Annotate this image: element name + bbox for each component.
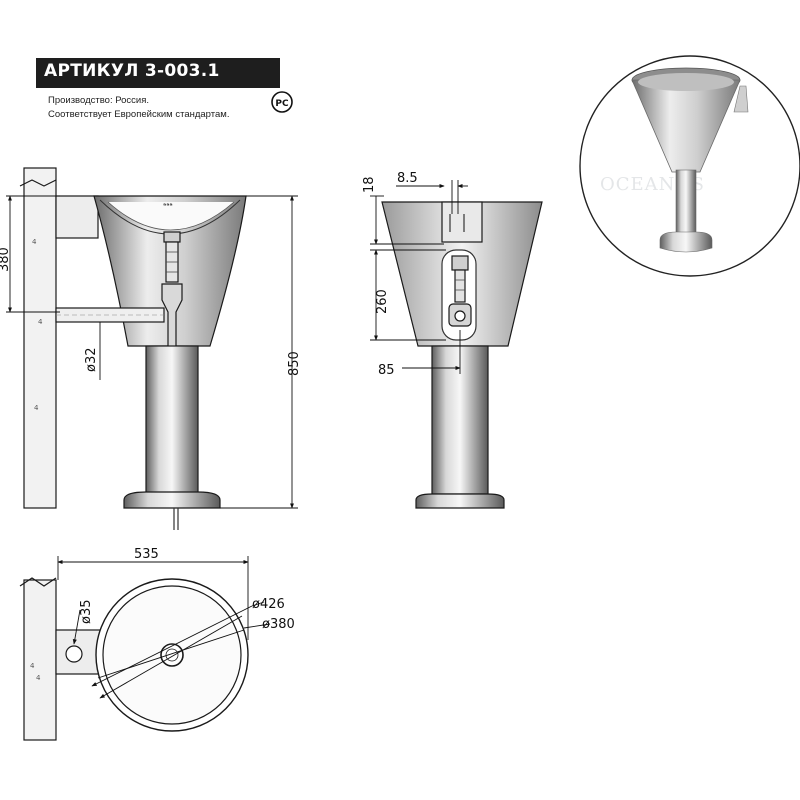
title-bar: АРТИКУЛ 3-003.1 bbox=[36, 58, 280, 88]
svg-text:4: 4 bbox=[38, 318, 43, 326]
wall-bracket bbox=[55, 195, 99, 239]
pipe-hole bbox=[65, 645, 83, 663]
article-title: АРТИКУЛ 3-003.1 bbox=[44, 61, 220, 81]
side-bracket bbox=[441, 201, 483, 243]
dim-bottom-offset-85: 85 bbox=[378, 363, 395, 378]
side-pedestal-base bbox=[415, 493, 505, 509]
dim-height-380: 380 bbox=[0, 247, 12, 272]
front-view-dimensions bbox=[6, 195, 298, 509]
dim-outer-diameter-426: ø426 bbox=[252, 597, 285, 612]
plan-view-dimensions bbox=[57, 556, 271, 699]
side-view bbox=[381, 201, 543, 509]
dim-drain-height-260: 260 bbox=[375, 289, 390, 314]
pedestal-base bbox=[123, 491, 221, 509]
dim-total-height-850: 850 bbox=[287, 351, 302, 376]
product-photo: OCEANUS bbox=[579, 55, 800, 277]
standards-compliance: Соответствует Европейским стандартам. bbox=[48, 109, 230, 120]
photo-column bbox=[675, 169, 697, 235]
dim-top-offset-18: 18 bbox=[362, 176, 377, 193]
wall-section bbox=[23, 167, 57, 509]
pedestal-column bbox=[145, 345, 199, 495]
side-view-dimensions bbox=[370, 180, 468, 374]
dim-bracket-width-8-5: 8.5 bbox=[397, 171, 418, 186]
dim-drain-diameter: ø32 bbox=[84, 348, 99, 373]
dim-inner-diameter-380: ø380 bbox=[262, 617, 295, 632]
svg-text:4: 4 bbox=[30, 662, 35, 670]
svg-text:4: 4 bbox=[34, 404, 39, 412]
certification-mark-icon: РС bbox=[271, 91, 293, 113]
dim-pipe-diameter-35: ø35 bbox=[79, 600, 94, 625]
certification-mark-text: РС bbox=[275, 99, 289, 109]
production-country: Производство: Россия. bbox=[48, 95, 150, 106]
plan-wall-section bbox=[23, 579, 57, 741]
svg-text:ᵃᵃᵃ: ᵃᵃᵃ bbox=[163, 202, 173, 210]
photo-base bbox=[659, 231, 713, 253]
front-view: 4 4 4 ᵃᵃᵃ bbox=[19, 167, 247, 530]
svg-text:4: 4 bbox=[32, 238, 37, 246]
svg-text:4: 4 bbox=[36, 674, 41, 682]
dim-width-535: 535 bbox=[134, 547, 159, 562]
plan-view: 44 bbox=[19, 577, 249, 741]
